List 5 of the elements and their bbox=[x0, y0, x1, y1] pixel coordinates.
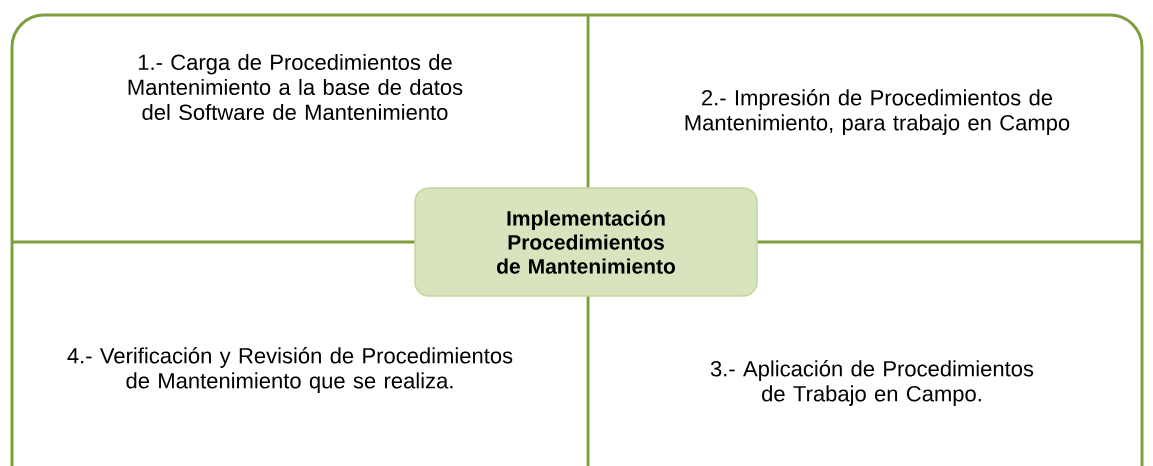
quadrant-text: 4.- Verificación y Revisión de Procedimientos de Mantenimiento que se realiza. bbox=[67, 347, 513, 393]
quadrant-text: 1.- Carga de Procedimientos de Mantenimiento a la base de datos del Software de Mantenimiento bbox=[128, 53, 463, 121]
quadrant-text: 3.- Aplicación de Procedimientos de Trabajo en Campo. bbox=[710, 360, 1034, 406]
center-box: Implementación Procedimientos de Mantenimiento bbox=[414, 187, 758, 297]
quadrant-text: 2.- Impresión de Procedimientos de Mantenimiento, para trabajo en Campo bbox=[685, 89, 1070, 135]
